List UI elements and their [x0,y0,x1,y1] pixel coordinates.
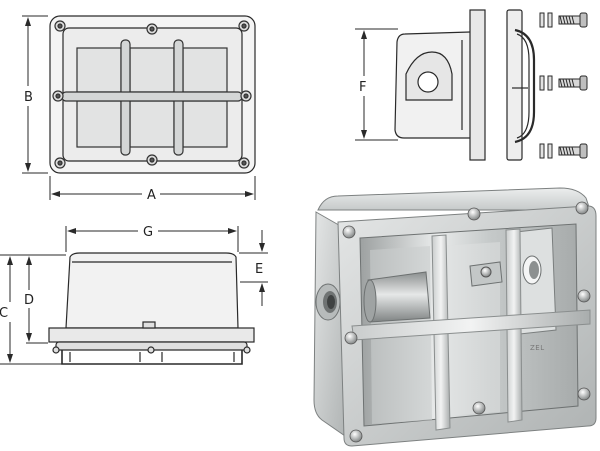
product-marking: ZEL [530,344,545,352]
photo-guard-bars [351,228,591,431]
dimension-e-line [239,230,268,306]
front-view [22,15,256,200]
side-flange [469,9,486,161]
dimension-a-line [49,176,256,200]
photo-lamp-clamp [469,261,503,287]
top-flange [48,327,255,343]
dimension-b-label: B [24,90,33,105]
product-photo: ZEL [313,187,597,447]
front-guard-bars [61,39,243,156]
dimension-f-line [355,28,398,141]
dimension-c-label: C [0,306,8,321]
side-view [355,9,536,161]
photo-frame-bolts [342,201,591,443]
dimension-g-label: G [143,225,153,240]
dimension-g-line [65,226,239,252]
dimension-f-label: F [359,80,366,95]
dimension-d-line [20,254,66,344]
screw-set-top [539,12,588,28]
mounting-hardware [539,12,588,159]
front-bolts [52,20,252,169]
photo-housing-top [317,187,591,211]
dimension-c-line [0,254,62,365]
photo-lamp-socket [363,271,431,323]
dimension-e-label: E [255,262,263,277]
screw-set-middle [539,75,588,91]
side-tab-hole [417,71,439,93]
side-guard-bow [514,28,536,144]
photo-mounting-bracket [515,227,557,335]
dimension-b-line [22,15,48,174]
dimension-d-label: D [24,293,34,308]
screw-set-bottom [539,143,588,159]
top-view [0,226,268,365]
side-guard-frame [506,9,523,161]
dimension-a-label: A [147,188,156,203]
top-guard [52,341,251,365]
top-housing [65,252,239,329]
